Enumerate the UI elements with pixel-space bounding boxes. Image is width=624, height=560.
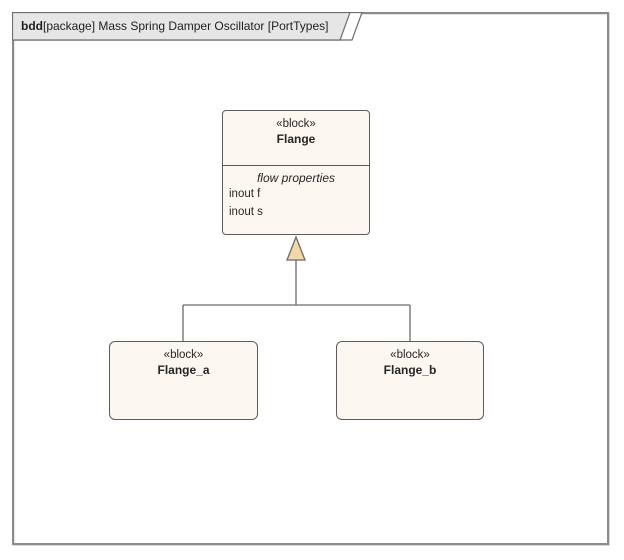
- block-flange-b[interactable]: «block» Flange_b: [336, 341, 484, 420]
- block-stereotype: «block»: [163, 349, 204, 361]
- block-name: Flange: [276, 132, 316, 146]
- compartment-label: flow properties: [256, 171, 336, 185]
- block-stereotype: «block»: [276, 118, 316, 130]
- block-flange-header: «block» Flange: [223, 118, 369, 166]
- diagram-frame: [12, 12, 609, 545]
- block-flange-a[interactable]: «block» Flange_a: [109, 341, 258, 420]
- frame-title-keyword: bdd: [21, 19, 43, 33]
- block-name: Flange_b: [383, 363, 437, 377]
- block-name: Flange_a: [157, 363, 210, 377]
- generalization-arrowhead-icon: [286, 235, 306, 261]
- flow-property: inout f: [229, 188, 261, 200]
- block-stereotype: «block»: [390, 349, 430, 361]
- frame-title-text: [package] Mass Spring Damper Oscillator …: [43, 19, 329, 33]
- flow-properties-compartment: flow properties inout f inout s: [223, 166, 369, 221]
- diagram-frame-tab: bdd[package] Mass Spring Damper Oscillat…: [12, 12, 376, 41]
- frame-title: bdd[package] Mass Spring Damper Oscillat…: [21, 12, 328, 40]
- frame-tab-shape-icon: [12, 12, 363, 41]
- flow-property: inout s: [229, 206, 263, 218]
- block-flange[interactable]: «block» Flange flow properties inout f i…: [222, 110, 370, 235]
